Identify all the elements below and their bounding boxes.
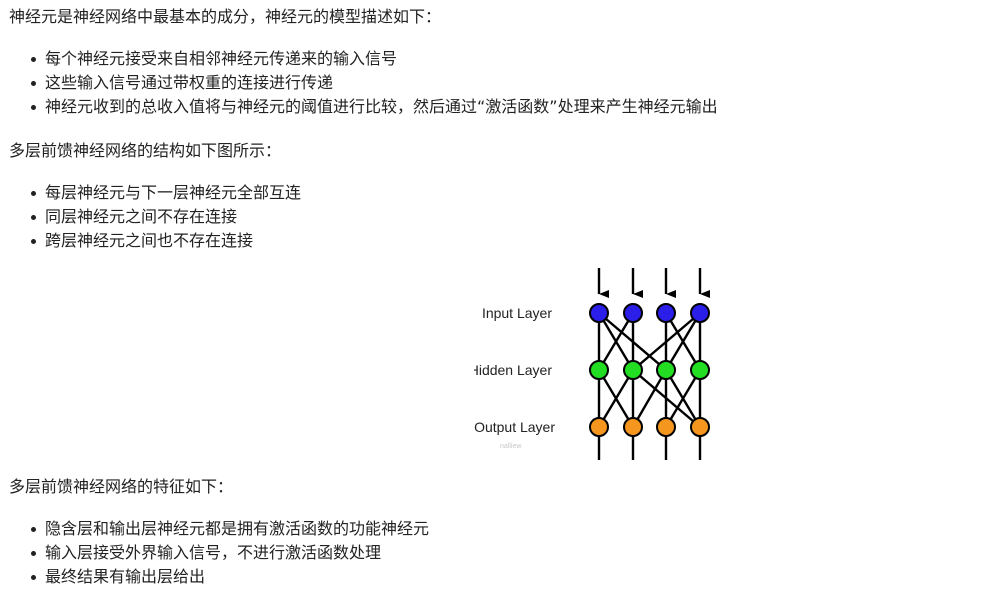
network-diagram: Input Layer Hidden Layer Output Layer na… [474, 268, 710, 460]
cross-edge [598, 312, 667, 371]
list-item: 每层神经元与下一层神经元全部互连 [9, 181, 301, 205]
cross-edge [631, 369, 668, 428]
output-node [656, 417, 676, 437]
cross-edge [597, 369, 635, 428]
cross-edge [664, 312, 702, 371]
output-node [623, 417, 643, 437]
list-item: 输入层接受外界输入信号，不进行激活函数处理 [9, 541, 429, 565]
cross-edge [632, 369, 701, 428]
output-node [589, 417, 609, 437]
hidden-node [656, 360, 676, 380]
list-item: 每个神经元接受来自相邻神经元传递来的输入信号 [9, 47, 718, 71]
intro-neuron-model: 神经元是神经网络中最基本的成分，神经元的模型描述如下： [9, 7, 442, 26]
neuron-model-list: 每个神经元接受来自相邻神经元传递来的输入信号 这些输入信号通过带权重的连接进行传… [9, 47, 718, 119]
output-node [690, 417, 710, 437]
intro-network-features: 多层前馈神经网络的特征如下： [9, 477, 234, 496]
diagram-edges [597, 268, 710, 460]
list-item: 最终结果有输出层给出 [9, 565, 429, 589]
network-features-list: 隐含层和输出层神经元都是拥有激活函数的功能神经元 输入层接受外界输入信号，不进行… [9, 517, 429, 589]
hidden-node [623, 360, 643, 380]
cross-edge [664, 369, 702, 428]
list-item: 同层神经元之间不存在连接 [9, 205, 301, 229]
intro-network-structure: 多层前馈神经网络的结构如下图所示： [9, 141, 282, 160]
output-layer-label: Output Layer [474, 419, 555, 435]
list-item: 跨层神经元之间也不存在连接 [9, 229, 301, 253]
network-structure-list: 每层神经元与下一层神经元全部互连 同层神经元之间不存在连接 跨层神经元之间也不存… [9, 181, 301, 253]
cross-edge [597, 312, 635, 371]
input-node [690, 303, 710, 323]
hidden-node [690, 360, 710, 380]
input-node [656, 303, 676, 323]
cross-edge [632, 312, 701, 371]
watermark: nalliew [500, 443, 522, 450]
hidden-node [589, 360, 609, 380]
list-item: 这些输入信号通过带权重的连接进行传递 [9, 71, 718, 95]
hidden-layer-label: Hidden Layer [474, 362, 552, 378]
input-node [623, 303, 643, 323]
list-item: 隐含层和输出层神经元都是拥有激活函数的功能神经元 [9, 517, 429, 541]
input-node [589, 303, 609, 323]
input-layer-label: Input Layer [482, 305, 552, 321]
diagram-nodes [589, 303, 710, 437]
list-item: 神经元收到的总收入值将与神经元的阈值进行比较，然后通过“激活函数”处理来产生神经… [9, 95, 718, 119]
